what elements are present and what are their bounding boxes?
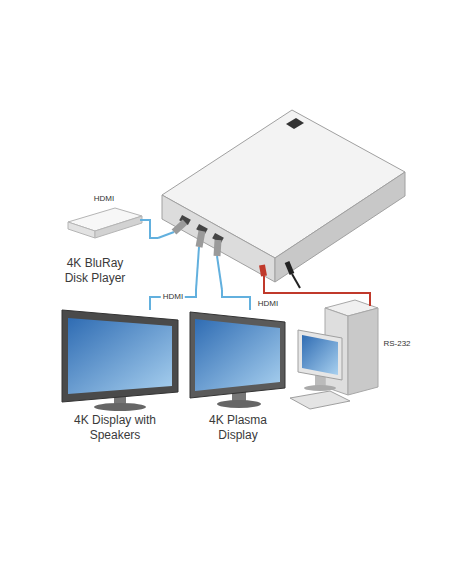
bluray-drawing bbox=[68, 208, 142, 238]
cable-connector bbox=[140, 220, 158, 238]
cable-connector bbox=[150, 290, 196, 310]
cable-plugs bbox=[158, 222, 300, 290]
plasma-display: 4K Plasma Display bbox=[188, 310, 288, 442]
pc-computer bbox=[290, 300, 385, 412]
plasma-drawing bbox=[190, 312, 285, 408]
device-label: 4K BluRay Disk Player bbox=[55, 256, 135, 285]
signal-label: HDMI bbox=[92, 194, 116, 204]
device-label: 4K Display with Speakers bbox=[53, 413, 178, 442]
device-label: 4K Plasma Display bbox=[196, 413, 281, 442]
display-with-speakers: 4K Display with Speakers bbox=[45, 310, 185, 442]
bluray-player: 4K BluRay Disk Player bbox=[50, 205, 140, 285]
switcher-unit bbox=[158, 95, 412, 290]
signal-label: RS-232 bbox=[381, 339, 412, 349]
cable-connector bbox=[222, 290, 250, 310]
display-drawing bbox=[62, 310, 178, 411]
signal-label: HDMI bbox=[161, 292, 185, 302]
pc-drawing bbox=[290, 300, 378, 409]
signal-label: HDMI bbox=[256, 299, 280, 309]
